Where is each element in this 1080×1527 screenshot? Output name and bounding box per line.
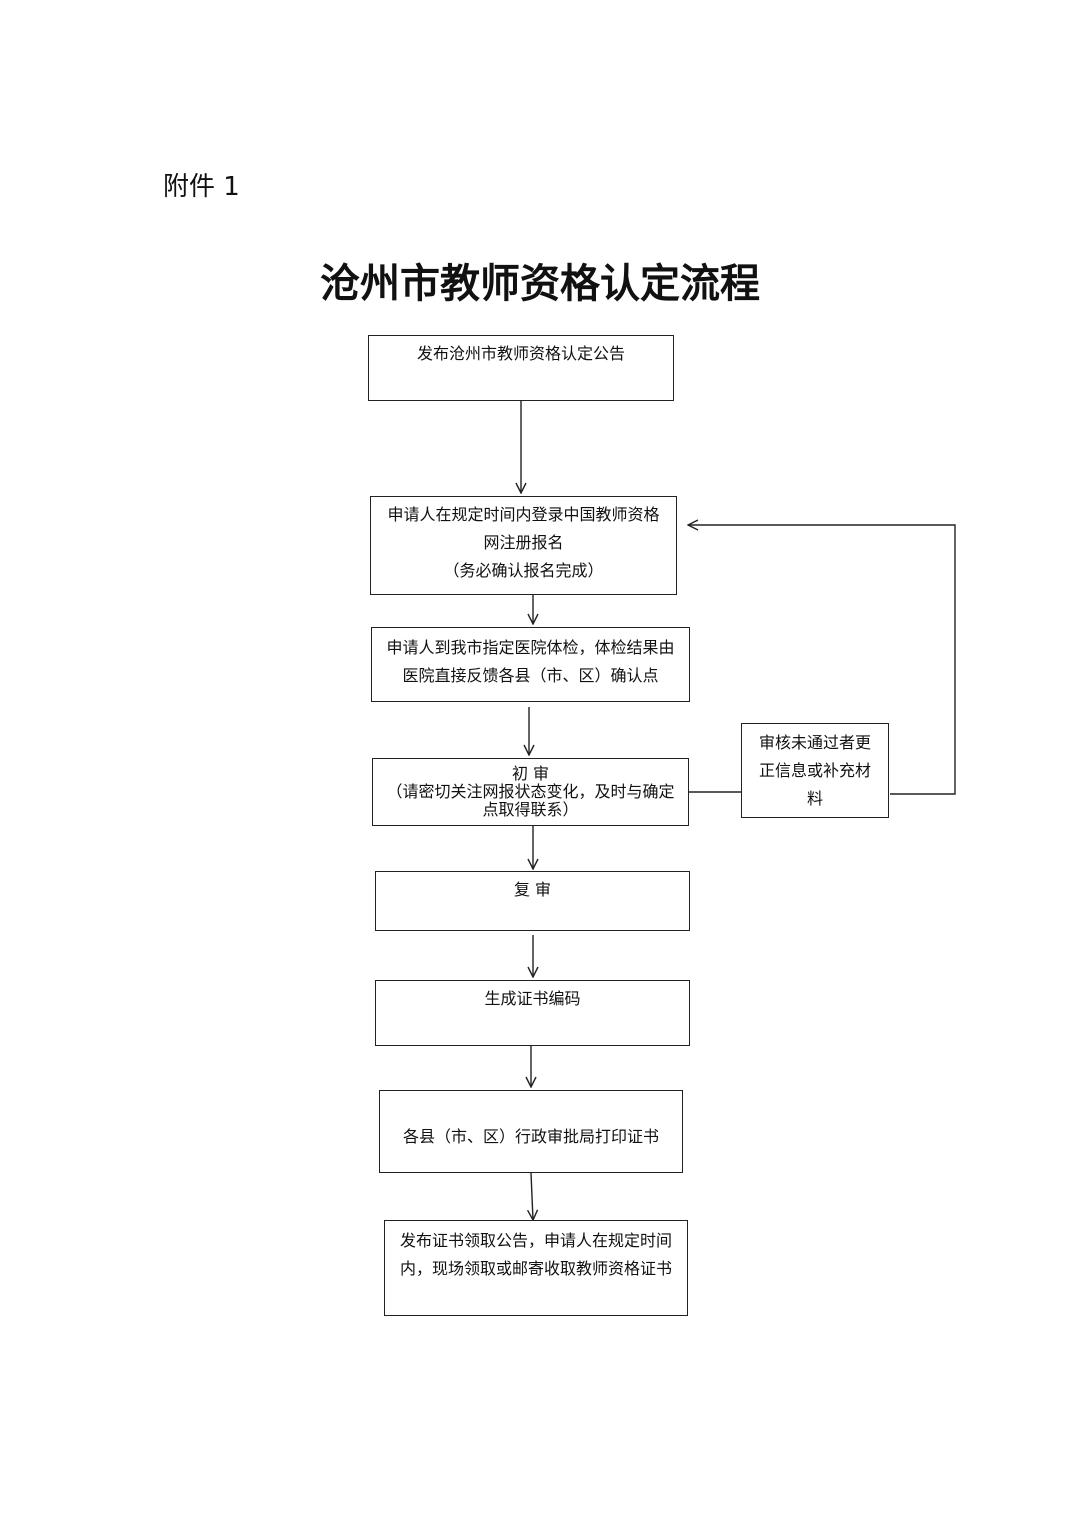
flow-step-text: 发布证书领取公告，申请人在规定时间 <box>399 1231 672 1250</box>
flow-step-text: 正信息或补充材 <box>758 760 871 780</box>
attachment-label: 附件 1 <box>163 172 240 202</box>
flow-step-text: 申请人到我市指定医院体检，体检结果由 <box>386 638 675 657</box>
flow-step-certificate-number: 生成证书编码 <box>375 980 690 1046</box>
flow-step-collect-certificate: 发布证书领取公告，申请人在规定时间 内，现场领取或邮寄收取教师资格证书 <box>384 1220 688 1316</box>
feedback-loop-arrow <box>688 525 956 795</box>
flow-step-register: 申请人在规定时间内登录中国教师资格 网注册报名 （务必确认报名完成） <box>370 496 677 595</box>
flow-step-print-certificate: 各县（市、区）行政审批局打印证书 <box>379 1090 683 1173</box>
flow-step-second-review: 复 审 <box>375 871 690 931</box>
flow-step-text: 医院直接反馈各县（市、区）确认点 <box>402 666 659 685</box>
flow-step-text: 申请人在规定时间内登录中国教师资格 <box>387 505 660 524</box>
flow-step-text: 生成证书编码 <box>484 989 581 1008</box>
flow-step-text: 各县（市、区）行政审批局打印证书 <box>402 1126 659 1146</box>
flow-step-text: 网注册报名 <box>483 533 564 552</box>
page-title: 沧州市教师资格认定流程 <box>320 261 760 307</box>
flow-step-announce: 发布沧州市教师资格认定公告 <box>368 335 674 401</box>
flow-step-medical: 申请人到我市指定医院体检，体检结果由 医院直接反馈各县（市、区）确认点 <box>371 627 690 702</box>
flow-step-first-review: 初 审 （请密切关注网报状态变化，及时与确定 点取得联系） <box>372 758 689 826</box>
flow-step-text: 初 审 <box>511 764 550 783</box>
flow-step-text: 内，现场领取或邮寄收取教师资格证书 <box>399 1259 672 1278</box>
flow-step-text: 发布沧州市教师资格认定公告 <box>416 344 625 363</box>
flow-step-text: 点取得联系） <box>482 800 579 819</box>
flow-step-text: 审核未通过者更 <box>758 732 871 752</box>
flow-step-text: 复 审 <box>513 880 552 899</box>
flow-step-text: （务必确认报名完成） <box>443 561 604 580</box>
flow-step-text: 料 <box>806 788 823 808</box>
flow-step-text: （请密切关注网报状态变化，及时与确定 <box>386 782 675 801</box>
arrow-print-to-collect <box>531 1172 533 1220</box>
flow-step-correction: 审核未通过者更 正信息或补充材 料 <box>741 723 889 818</box>
